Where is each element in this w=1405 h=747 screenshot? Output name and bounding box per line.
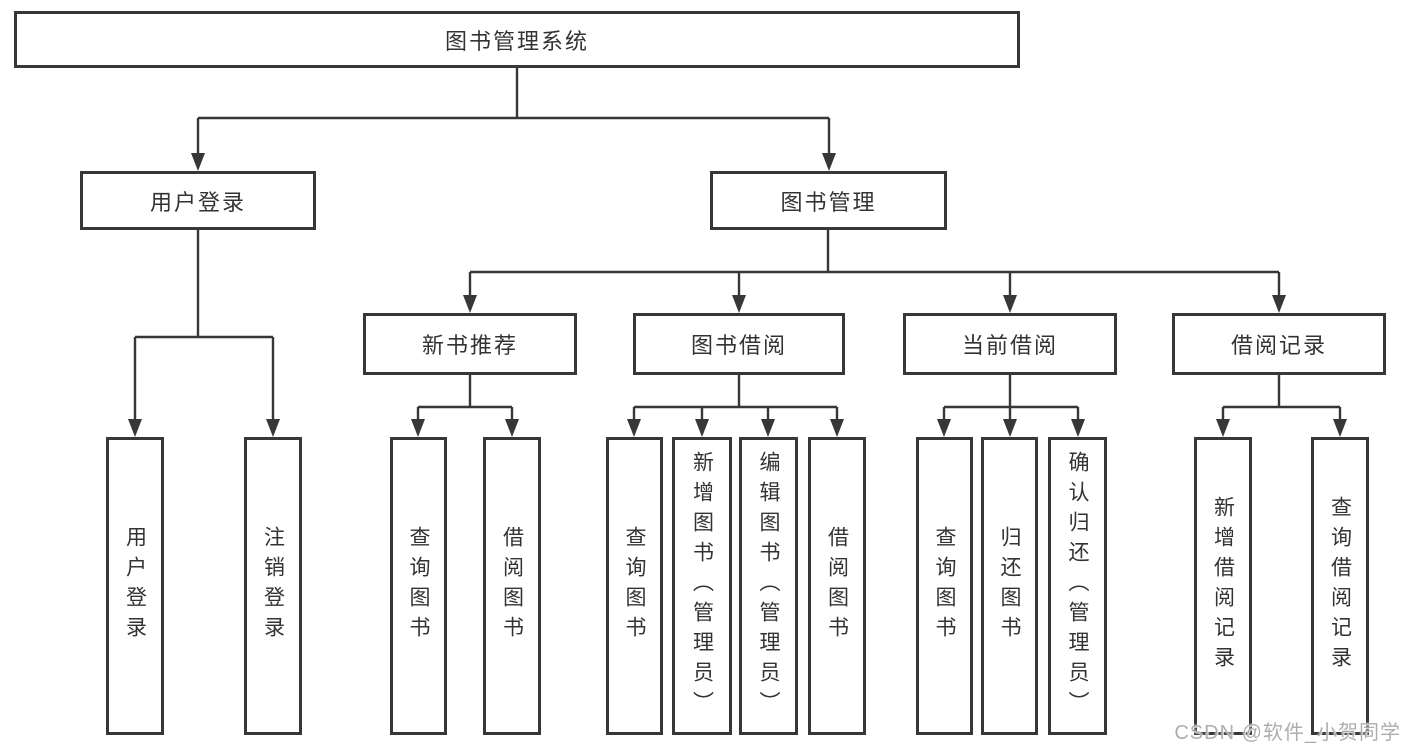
- leaf-add-book-admin-label: 新增图书（管理员）: [690, 451, 714, 721]
- leaf-borrow-book-2-label: 借阅图书: [825, 526, 849, 646]
- leaf-confirm-return-admin-label: 确认归还（管理员）: [1066, 451, 1089, 721]
- node-borrowing-records-label: 借阅记录: [1230, 333, 1327, 358]
- leaf-borrow-book-1-label: 借阅图书: [500, 526, 524, 646]
- node-current-borrowing: 当前借阅: [903, 313, 1117, 375]
- leaf-add-book-admin: 新增图书（管理员）: [672, 437, 732, 735]
- node-new-book-recommend: 新书推荐: [363, 313, 577, 375]
- node-root: 图书管理系统: [14, 11, 1020, 68]
- node-current-borrowing-label: 当前借阅: [961, 333, 1058, 358]
- leaf-return-book: 归还图书: [981, 437, 1038, 735]
- node-new-book-recommend-label: 新书推荐: [421, 333, 518, 358]
- leaf-query-book-2: 查询图书: [606, 437, 663, 735]
- leaf-borrow-book-2: 借阅图书: [808, 437, 866, 735]
- node-book-borrowing: 图书借阅: [633, 313, 845, 375]
- node-user-login: 用户登录: [80, 171, 316, 230]
- leaf-query-book-1-label: 查询图书: [407, 526, 430, 646]
- leaf-confirm-return-admin: 确认归还（管理员）: [1048, 437, 1107, 735]
- leaf-logout: 注销登录: [244, 437, 302, 735]
- node-book-management: 图书管理: [710, 171, 947, 230]
- node-root-label: 图书管理系统: [444, 28, 589, 54]
- leaf-logout-label: 注销登录: [261, 526, 285, 646]
- leaf-query-book-3: 查询图书: [916, 437, 973, 735]
- node-user-login-label: 用户登录: [149, 189, 246, 215]
- connector-paths: [133, 68, 1342, 422]
- leaf-edit-book-admin-label: 编辑图书（管理员）: [757, 451, 780, 721]
- leaf-query-book-3-label: 查询图书: [933, 526, 956, 646]
- node-book-management-label: 图书管理: [780, 189, 877, 215]
- leaf-query-book-2-label: 查询图书: [623, 526, 646, 646]
- arrowheads: [128, 153, 1347, 437]
- leaf-user-login: 用户登录: [106, 437, 164, 735]
- leaf-add-borrow-record: 新增借阅记录: [1194, 437, 1252, 735]
- leaf-query-borrow-record-label: 查询借阅记录: [1328, 496, 1352, 676]
- leaf-return-book-label: 归还图书: [998, 526, 1021, 646]
- leaf-borrow-book-1: 借阅图书: [483, 437, 541, 735]
- leaf-query-book-1: 查询图书: [390, 437, 447, 735]
- leaf-query-borrow-record: 查询借阅记录: [1311, 437, 1369, 735]
- leaf-user-login-label: 用户登录: [123, 526, 147, 646]
- leaf-add-borrow-record-label: 新增借阅记录: [1211, 496, 1235, 676]
- node-book-borrowing-label: 图书借阅: [690, 333, 787, 358]
- leaf-edit-book-admin: 编辑图书（管理员）: [739, 437, 798, 735]
- csdn-watermark: CSDN @软件_小贺同学: [1174, 722, 1401, 744]
- node-borrowing-records: 借阅记录: [1172, 313, 1386, 375]
